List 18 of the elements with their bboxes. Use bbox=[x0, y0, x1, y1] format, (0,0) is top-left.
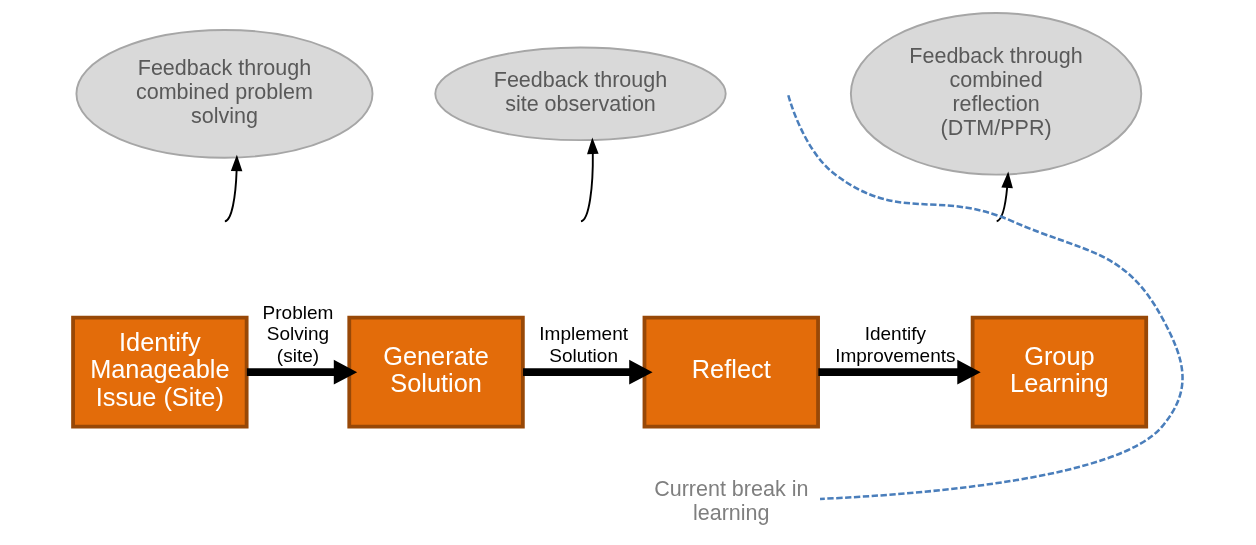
node-ellipse: Feedback through combined problem solving bbox=[75, 29, 374, 159]
edge-label: Problem Solving (site) bbox=[262, 301, 334, 366]
node-ellipse: Feedback through combined reflection (DTM/PPR) bbox=[849, 12, 1143, 176]
arrow bbox=[523, 359, 653, 385]
node-box: Group Learning bbox=[970, 315, 1149, 429]
node-box: Identify Manageable Issue (Site) bbox=[71, 315, 249, 429]
connector bbox=[787, 94, 1184, 501]
node-box: Generate Solution bbox=[347, 315, 525, 429]
edge-label: Implement Solution bbox=[539, 323, 629, 366]
node-box: Reflect bbox=[642, 315, 820, 429]
node-text: Current break in learning bbox=[654, 476, 809, 525]
arrow bbox=[223, 154, 243, 223]
arrow bbox=[818, 359, 981, 385]
arrow bbox=[246, 359, 358, 385]
edge-label: Identify Improvements bbox=[835, 323, 956, 366]
arrow bbox=[995, 171, 1013, 223]
arrow bbox=[580, 137, 599, 223]
node-ellipse: Feedback through site observation bbox=[434, 46, 727, 142]
